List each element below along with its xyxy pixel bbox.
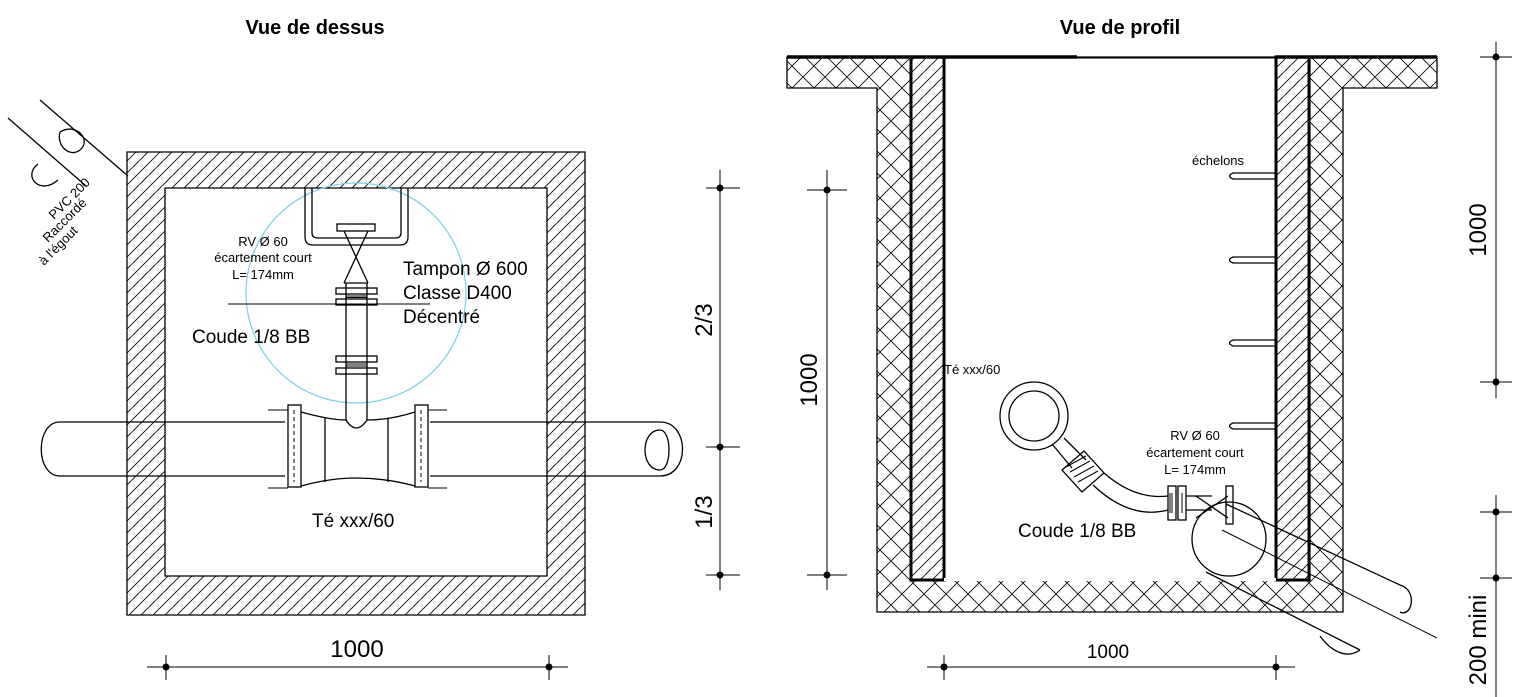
wall-left-profile <box>909 55 946 582</box>
main-pipe-top-view <box>40 404 683 489</box>
flange-profile <box>1167 485 1234 525</box>
coude-profile-label: Coude 1/8 BB <box>1018 521 1136 542</box>
dimension-lower-label: 1/3 <box>691 495 718 528</box>
frame-bracket-inner <box>311 188 402 239</box>
rv-profile-line1: RV Ø 60 <box>1170 428 1220 443</box>
rv-label-line2: écartement court <box>214 250 312 265</box>
tampon-label-line3: Décentré <box>403 307 480 328</box>
vertical-pipe <box>345 283 368 420</box>
echelons-label: échelons <box>1192 153 1245 168</box>
coude-label: Coude 1/8 BB <box>192 327 310 348</box>
valve-plate <box>336 223 376 232</box>
rv-label-line1: RV Ø 60 <box>238 234 288 249</box>
flange-joint-lower <box>335 355 378 375</box>
rv-profile-line2: écartement court <box>1146 445 1244 460</box>
te-to-elbow-pipe <box>1051 437 1169 513</box>
dimension-min-label: 200 mini <box>1465 595 1492 686</box>
profile-view-title: Vue de profil <box>1060 17 1180 39</box>
dimension-width-profile <box>927 655 1295 680</box>
dimension-width-top <box>147 655 568 680</box>
tampon-circle <box>245 182 467 404</box>
rv-profile-line3: L= 174mm <box>1164 462 1226 477</box>
dimension-upper-label: 2/3 <box>691 303 718 336</box>
valve-symbol <box>343 230 369 284</box>
echelons <box>1228 172 1276 430</box>
dimension-right-vertical <box>1480 42 1512 398</box>
dimension-height-left-label: 1000 <box>796 353 823 406</box>
dimension-height-left <box>807 170 847 590</box>
flange-joint-upper <box>335 287 378 306</box>
tampon-label-line2: Classe D400 <box>403 283 512 304</box>
pvc-inlet-pipe <box>7 99 129 187</box>
dimension-width-profile-label: 1000 <box>1087 642 1129 663</box>
dimension-right-label: 1000 <box>1465 203 1492 256</box>
dimension-min-cover <box>1480 495 1512 697</box>
floor-inner <box>944 578 1276 581</box>
te-profile <box>999 381 1069 451</box>
top-view: Vue de dessus <box>7 17 740 680</box>
te-profile-label: Té xxx/60 <box>944 362 1000 377</box>
tampon-label-line1: Tampon Ø 600 <box>403 259 528 280</box>
top-view-title: Vue de dessus <box>245 17 384 39</box>
te-label: Té xxx/60 <box>312 511 394 532</box>
chamber-wall-top-view <box>126 151 586 616</box>
dimension-vertical-top <box>706 170 740 590</box>
frame-bracket <box>304 188 409 246</box>
profile-view: Vue de profil échelons Té xxx/60 <box>786 17 1512 697</box>
rv-label-line3: L= 174mm <box>232 267 294 282</box>
dimension-width-top-label: 1000 <box>330 636 383 663</box>
main-pipe-profile <box>1191 501 1438 655</box>
wall-right-profile <box>1274 55 1311 582</box>
